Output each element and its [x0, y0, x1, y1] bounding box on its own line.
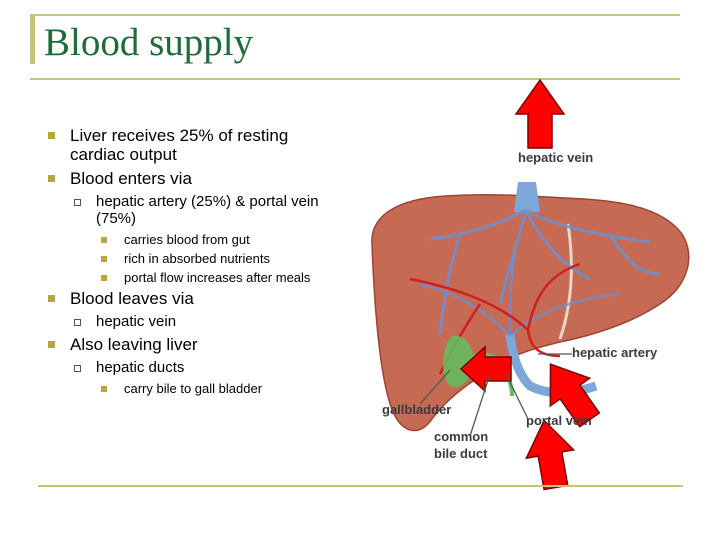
sub-sub-bullet-item: portal flow increases after meals	[44, 270, 344, 285]
label-common-bile-duct-2: bile duct	[434, 446, 488, 461]
sub-bullet-marker	[74, 319, 81, 326]
sub-sub-bullet-marker	[101, 237, 107, 243]
bullet-text: portal flow increases after meals	[124, 270, 311, 285]
sub-sub-bullet-marker	[101, 275, 107, 281]
bullet-list: Liver receives 25% of resting cardiac ou…	[44, 126, 344, 400]
accent-bar	[30, 14, 35, 64]
sub-sub-bullet-item: rich in absorbed nutrients	[44, 251, 344, 266]
sub-bullet-item: hepatic ducts	[44, 359, 344, 376]
sub-sub-bullet-item: carry bile to gall bladder	[44, 381, 344, 396]
arrow-portal-vein-in	[525, 419, 576, 491]
sub-bullet-item: hepatic artery (25%) & portal vein (75%)	[44, 193, 344, 227]
top-rule	[30, 14, 680, 16]
bullet-text: hepatic artery (25%) & portal vein (75%)	[96, 193, 319, 227]
hepatic-vein-trunk	[514, 182, 540, 212]
bullet-text: Also leaving liver	[70, 335, 198, 354]
bullet-marker	[48, 175, 55, 182]
bullet-text: hepatic ducts	[96, 359, 185, 376]
liver-shape	[371, 193, 690, 432]
right-lobe-edge	[558, 223, 573, 340]
bullet-marker	[48, 132, 55, 139]
label-portal-vein: portal vein	[526, 413, 592, 428]
title-divider	[30, 78, 680, 80]
sub-sub-bullet-marker	[101, 256, 107, 262]
vein-branches	[429, 208, 661, 335]
label-hepatic-artery: hepatic artery	[572, 345, 658, 360]
bullet-marker	[48, 295, 55, 302]
leader-lines	[419, 353, 572, 437]
label-gallbladder: gallbladder	[382, 402, 451, 417]
sub-sub-bullet-item: carries blood from gut	[44, 232, 344, 247]
slide-title: Blood supply	[44, 21, 254, 64]
bullet-item: Also leaving liver	[44, 335, 344, 354]
label-common-bile-duct-1: common	[434, 429, 488, 444]
bullet-item: Blood leaves via	[44, 289, 344, 308]
sub-sub-bullet-marker	[101, 386, 107, 392]
arrow-bile-out	[459, 345, 512, 393]
bullet-item: Blood enters via	[44, 169, 344, 188]
arrow-hepatic-artery-in	[549, 363, 601, 428]
bullet-text: rich in absorbed nutrients	[124, 251, 270, 266]
sub-bullet-item: hepatic vein	[44, 313, 344, 330]
sub-bullet-marker	[74, 199, 81, 206]
bullet-text: Liver receives 25% of resting cardiac ou…	[70, 126, 289, 164]
sub-bullet-marker	[74, 365, 81, 372]
gallbladder-shape	[443, 335, 474, 388]
bullet-item: Liver receives 25% of resting cardiac ou…	[44, 126, 344, 164]
bullet-text: hepatic vein	[96, 313, 177, 330]
label-hepatic-vein: hepatic vein	[518, 150, 593, 165]
portal-branches	[419, 253, 621, 337]
arrow-hepatic-vein-out	[514, 78, 566, 149]
bottom-rule	[38, 485, 683, 487]
bullet-text: carry bile to gall bladder	[124, 381, 263, 396]
bullet-text: Blood leaves via	[70, 289, 194, 308]
hepatic-artery	[409, 262, 581, 375]
bullet-text: carries blood from gut	[124, 232, 250, 247]
bullet-marker	[48, 341, 55, 348]
bullet-text: Blood enters via	[70, 169, 192, 188]
liver-diagram: hepatic vein hepatic artery gallbladder …	[371, 78, 690, 491]
